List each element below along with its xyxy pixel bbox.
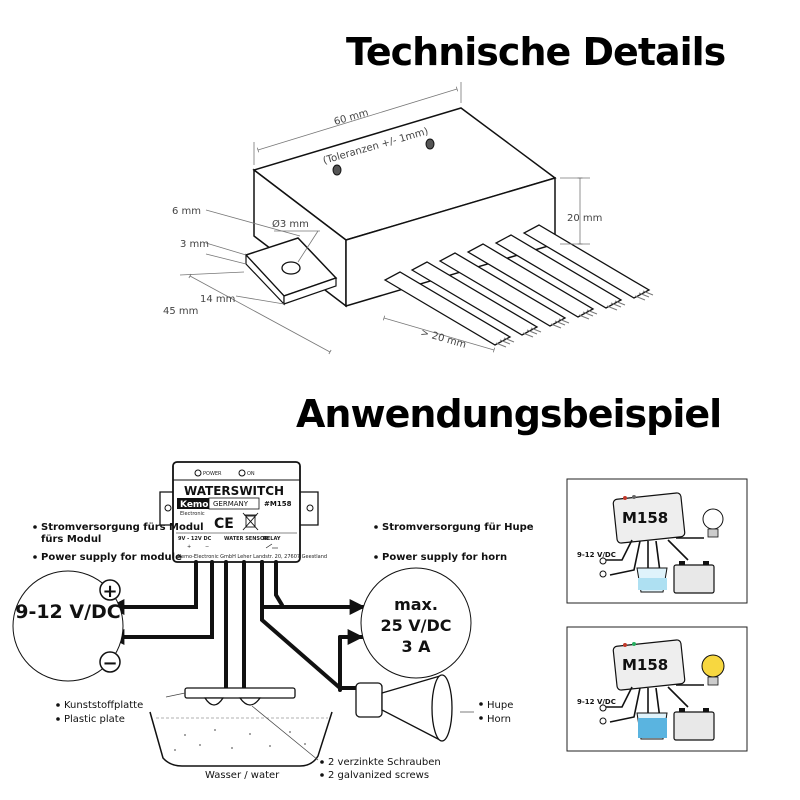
dim-width: 60 mm [333, 108, 370, 128]
company-address: Kemo-Electronic GmbH Leher Landstr. 20, … [178, 554, 327, 560]
power-led-label: POWER [203, 471, 222, 477]
example-top-voltage: 9-12 V/DC [577, 551, 616, 559]
horn-icon [355, 674, 453, 742]
module-title: WATERSWITCH [184, 484, 284, 498]
plastic-plate [184, 687, 296, 706]
example-top-model: M158 [622, 509, 668, 527]
model-number: #M158 [264, 500, 292, 508]
svg-text:2 verzinkte Schrauben: 2 verzinkte Schrauben [328, 757, 441, 768]
voltage-label: 9V - 12V DC [178, 536, 212, 542]
svg-text:Plastic plate: Plastic plate [64, 714, 125, 725]
on-led-label: ON [247, 471, 255, 477]
waterswitch-module: POWER ON WATERSWITCH Kemo Electronic GER… [159, 461, 327, 563]
minus-terminal-icon: − [205, 544, 209, 550]
svg-text:Hupe: Hupe [487, 700, 513, 711]
module-cables [383, 224, 654, 348]
minus-sign: − [102, 653, 117, 674]
horn-supply-circle [360, 567, 472, 679]
sensor-label: WATER SENSOR [224, 536, 268, 542]
brand-name: Kemo [180, 500, 208, 510]
max-current: 3 A [401, 637, 431, 656]
weee-bin-icon [242, 512, 259, 531]
plus-sign: + [102, 581, 117, 602]
on-led-icon [238, 469, 246, 477]
dim-depth: 45 mm [163, 306, 198, 317]
led-icon [332, 164, 342, 176]
lamp-off-icon [702, 508, 724, 538]
plate-label: Kunststoffplatte Plastic plate [56, 700, 143, 725]
screws-label: 2 verzinkte Schrauben 2 galvanized screw… [320, 757, 441, 781]
svg-text:Power supply for horn: Power supply for horn [382, 552, 507, 563]
max-label: max. [394, 595, 438, 614]
water-container [149, 711, 333, 767]
brand-country: GERMANY [213, 500, 249, 508]
dim-height: 20 mm [567, 213, 602, 224]
svg-text:Horn: Horn [487, 714, 511, 725]
svg-text:Stromversorgung für Hupe: Stromversorgung für Hupe [382, 522, 534, 533]
horn-label: Hupe Horn [479, 700, 513, 725]
lamp-on-icon [701, 654, 725, 686]
example-bottom-model: M158 [622, 656, 668, 674]
dimension-lines [179, 82, 590, 355]
dim-cable-length: > 20 mm [419, 327, 467, 351]
svg-text:2 galvanized screws: 2 galvanized screws [328, 770, 429, 781]
ce-mark-icon: CE [214, 516, 234, 532]
module-supply-circle [12, 570, 124, 682]
led-icon [425, 138, 435, 150]
dim-tab-thickness: 3 mm [180, 239, 209, 250]
water-label: Wasser / water [205, 770, 280, 781]
svg-text:Power supply for module: Power supply for module [41, 552, 182, 563]
dim-tab-width: 6 mm [172, 206, 201, 217]
supply-module-label: Stromversorgung fürs Modul fürs Modul Po… [33, 522, 204, 563]
brand-sub: Electronic [180, 511, 205, 517]
mounting-hole [281, 261, 301, 275]
svg-text:fürs Modul: fürs Modul [41, 534, 101, 545]
svg-text:Kunststoffplatte: Kunststoffplatte [64, 700, 143, 711]
plus-terminal-icon: + [187, 544, 191, 550]
dim-tab-depth: 14 mm [200, 294, 235, 305]
supply-horn-label: Stromversorgung für Hupe Power supply fo… [374, 522, 534, 563]
relay-switch-icon [265, 543, 278, 549]
heading-application-example: Anwendungsbeispiel [296, 392, 722, 436]
minus-icon [99, 651, 121, 673]
power-led-icon [194, 469, 202, 477]
plus-icon [99, 579, 121, 601]
heading-technical-details: Technische Details [346, 30, 726, 74]
dim-hole: Ø3 mm [272, 218, 309, 230]
relay-label: RELAY [263, 536, 281, 542]
input-voltage: 9-12 V/DC [15, 601, 121, 623]
module-wires [108, 560, 366, 692]
max-voltage: 25 V/DC [380, 616, 451, 635]
example-bottom-voltage: 9-12 V/DC [577, 698, 616, 706]
svg-text:Stromversorgung fürs Modul: Stromversorgung fürs Modul [41, 522, 204, 533]
example-active: M158 9-12 V/DC [566, 626, 748, 752]
example-inactive: M158 9-12 V/DC [566, 478, 748, 604]
